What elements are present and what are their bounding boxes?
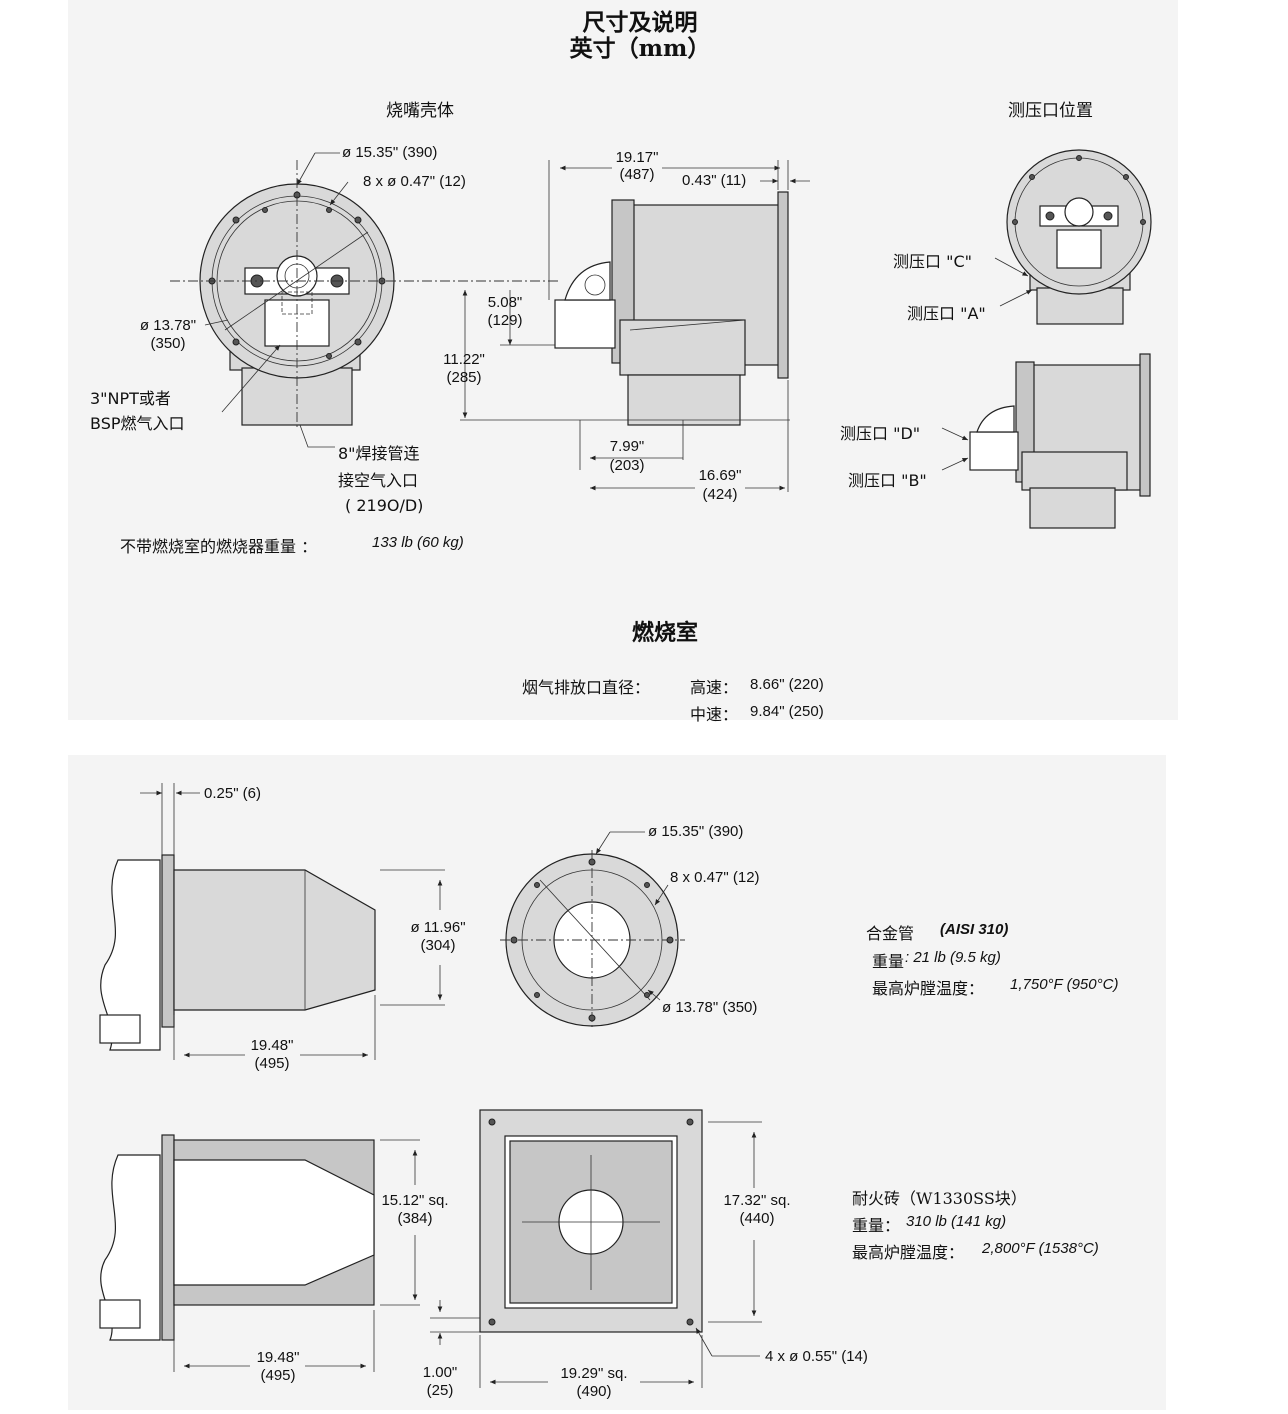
refractory-side-view	[99, 1134, 375, 1341]
tap-b-label: 测压口 "B"	[848, 471, 927, 490]
burner-weight-label: 不带燃烧室的燃烧器重量 ：	[120, 537, 318, 556]
refr-len-b: (495)	[260, 1367, 296, 1384]
refr-name: 耐火砖（W1330SS块）	[852, 1189, 1027, 1208]
air-inlet-label-2: 接空气入口	[338, 471, 419, 490]
dim-d2-a: 16.69"	[698, 467, 742, 484]
refr-weight-value: 310 lb (141 kg)	[906, 1213, 1007, 1230]
refr-holes-dim: 4 x ø 0.55" (14)	[765, 1348, 868, 1365]
refr-thick-a: 1.00"	[422, 1364, 458, 1381]
tap-a-label: 测压口 "A"	[907, 304, 986, 323]
alloy-name: 合金管	[866, 924, 915, 943]
dim-h1-a: 5.08"	[487, 294, 523, 311]
alloy-holes-dim: 8 x 0.47" (12)	[670, 869, 760, 886]
refr-plate-a: 17.32" sq.	[723, 1192, 791, 1209]
dim-d1-a: 7.99"	[609, 438, 645, 455]
dim-bolt-circle-a: ø 13.78"	[139, 317, 197, 334]
dim-outer-dia: ø 15.35" (390)	[342, 144, 438, 161]
alloy-dia-b: (304)	[420, 937, 456, 954]
refr-plate-b: (440)	[739, 1210, 775, 1227]
alloy-weight-label: 重量	[872, 952, 905, 971]
tap-front-view	[1006, 149, 1152, 325]
refr-temp-label: 最高炉膛温度：	[852, 1243, 965, 1262]
refr-outer-b: (490)	[576, 1383, 612, 1400]
page-title-line1: 尺寸及说明	[582, 9, 698, 36]
alloy-spec: (AISI 310)	[940, 921, 1009, 938]
alloy-len-b: (495)	[254, 1055, 290, 1072]
tap-d-label: 测压口 "D"	[840, 424, 921, 443]
flue-label: 烟气排放口直径：	[522, 678, 651, 697]
dim-flange: 0.43" (11)	[682, 172, 747, 189]
mid-speed-label: 中速：	[690, 705, 739, 724]
refractory-front-view	[479, 1109, 703, 1333]
alloy-outer-dim: ø 15.35" (390)	[648, 823, 744, 840]
alloy-flange-front-view	[500, 850, 685, 1030]
alloy-len-a: 19.48"	[250, 1037, 294, 1054]
dim-d1-b: (203)	[609, 457, 645, 474]
high-speed-value: 8.66" (220)	[750, 676, 824, 693]
alloy-temp-value: 1,750°F (950°C)	[1010, 976, 1119, 993]
gas-inlet-label-2: BSP燃气入口	[90, 414, 185, 433]
page-title-line2: 英寸（mm）	[569, 35, 711, 62]
dim-d2-b: (424)	[702, 486, 738, 503]
refr-sq-a: 15.12" sq.	[381, 1192, 449, 1209]
dim-holes: 8 x ø 0.47" (12)	[363, 173, 466, 190]
alloy-bolt-dim: ø 13.78" (350)	[662, 999, 758, 1016]
mid-speed-value: 9.84" (250)	[750, 703, 824, 720]
tap-side-view	[969, 353, 1151, 529]
dim-length-b: (487)	[619, 166, 655, 183]
dim-h2-b: (285)	[446, 369, 482, 386]
high-speed-label: 高速：	[690, 678, 739, 697]
gas-inlet-label-1: 3"NPT或者	[90, 389, 171, 408]
dim-h1-b: (129)	[487, 312, 523, 329]
refr-sq-b: (384)	[397, 1210, 433, 1227]
tap-section-title: 测压口位置	[1008, 101, 1093, 121]
burner-section-title: 烧嘴壳体	[386, 101, 454, 121]
alloy-temp-label: 最高炉膛温度：	[872, 979, 985, 998]
dim-h2-a: 11.22"	[443, 351, 485, 368]
burner-side-view	[554, 191, 789, 426]
alloy-tube-side-view	[99, 854, 376, 1051]
refr-outer-a: 19.29" sq.	[560, 1365, 628, 1382]
alloy-flange-dim: 0.25" (6)	[204, 785, 262, 802]
alloy-dia-a: ø 11.96"	[410, 919, 466, 936]
tap-c-label: 测压口 "C"	[893, 252, 972, 271]
refr-len-a: 19.48"	[256, 1349, 300, 1366]
chamber-title: 燃烧室	[631, 620, 698, 646]
refr-weight-label: 重量：	[852, 1216, 901, 1235]
refr-thick-b: (25)	[426, 1382, 454, 1399]
air-inlet-label-1: 8"焊接管连	[338, 444, 420, 463]
dim-bolt-circle-b: (350)	[150, 335, 186, 352]
alloy-weight-value: : 21 lb (9.5 kg)	[905, 949, 1001, 966]
dim-length-a: 19.17"	[615, 149, 659, 166]
air-inlet-label-3: ( 219O/D)	[345, 496, 424, 515]
burner-weight-value: 133 lb (60 kg)	[372, 534, 464, 551]
refr-temp-value: 2,800°F (1538°C)	[982, 1240, 1099, 1257]
burner-front-view	[170, 160, 560, 430]
